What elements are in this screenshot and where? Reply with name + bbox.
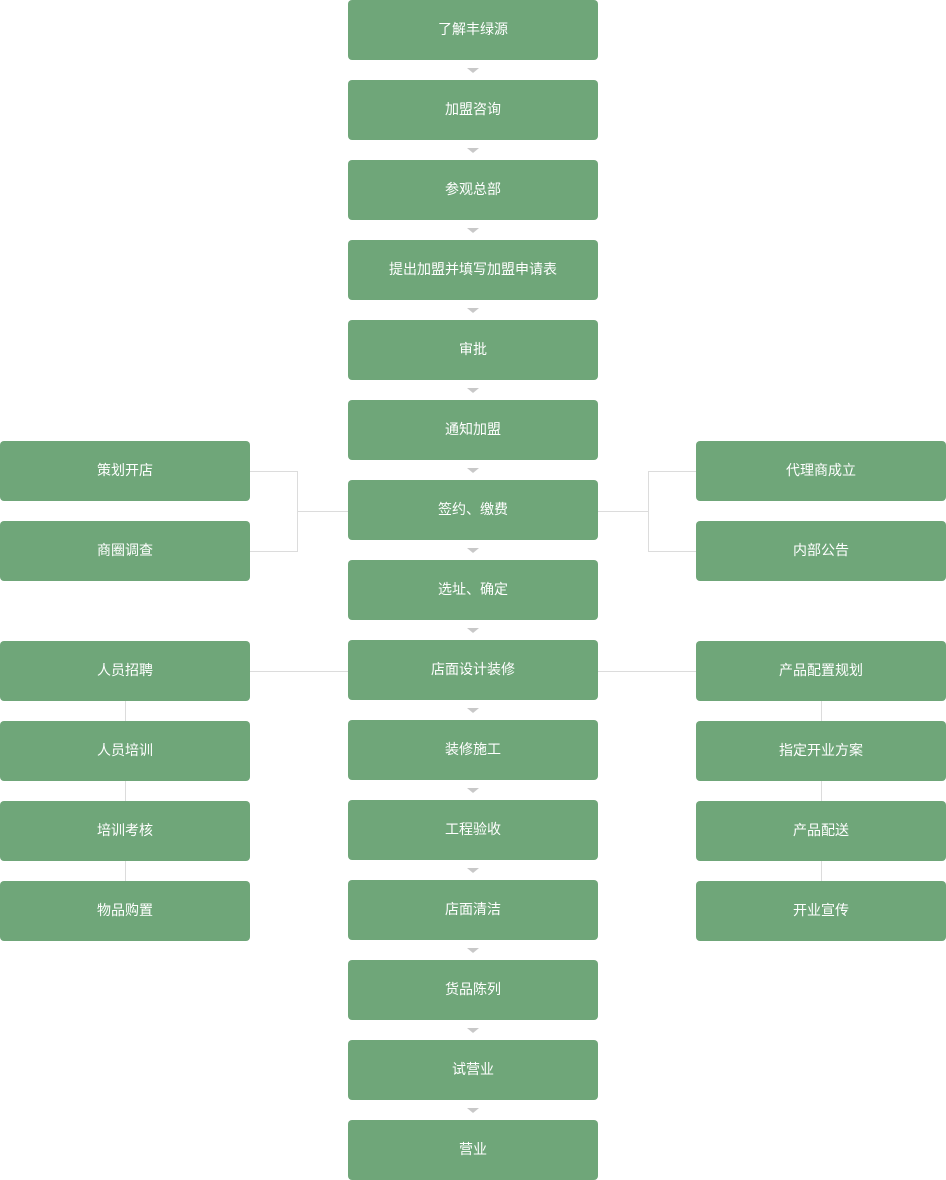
down-arrow-icon bbox=[467, 308, 479, 313]
down-arrow-icon bbox=[467, 708, 479, 713]
step-label: 工程验收 bbox=[445, 822, 501, 838]
step-sign-pay: 签约、缴费 bbox=[348, 480, 598, 540]
step-submit-application: 提出加盟并填写加盟申请表 bbox=[348, 240, 598, 300]
step-inspection: 工程验收 bbox=[348, 800, 598, 860]
down-arrow-icon bbox=[467, 148, 479, 153]
step-label: 签约、缴费 bbox=[438, 502, 508, 518]
step-understand-brand: 了解丰绿源 bbox=[348, 0, 598, 60]
step-renovation: 装修施工 bbox=[348, 720, 598, 780]
step-goods-display: 货品陈列 bbox=[348, 960, 598, 1020]
down-arrow-icon bbox=[467, 68, 479, 73]
branch-staff-recruitment: 人员招聘 bbox=[0, 641, 250, 701]
step-label: 参观总部 bbox=[445, 182, 501, 198]
branch-label: 产品配置规划 bbox=[779, 663, 863, 679]
branch-label: 商圈调查 bbox=[97, 543, 153, 559]
down-arrow-icon bbox=[467, 868, 479, 873]
down-arrow-icon bbox=[467, 628, 479, 633]
connector-line bbox=[125, 861, 126, 881]
branch-training-assessment: 培训考核 bbox=[0, 801, 250, 861]
branch-product-planning: 产品配置规划 bbox=[696, 641, 946, 701]
step-visit-hq: 参观总部 bbox=[348, 160, 598, 220]
down-arrow-icon bbox=[467, 1108, 479, 1113]
connector-line bbox=[125, 781, 126, 801]
step-label: 加盟咨询 bbox=[445, 102, 501, 118]
down-arrow-icon bbox=[467, 948, 479, 953]
connector-line bbox=[250, 551, 298, 552]
step-label: 提出加盟并填写加盟申请表 bbox=[389, 262, 557, 278]
connector-line bbox=[297, 511, 348, 512]
connector-line bbox=[250, 471, 298, 472]
step-label: 通知加盟 bbox=[445, 422, 501, 438]
down-arrow-icon bbox=[467, 548, 479, 553]
connector-line bbox=[648, 551, 696, 552]
step-store-design: 店面设计装修 bbox=[348, 640, 598, 700]
down-arrow-icon bbox=[467, 788, 479, 793]
connector-line bbox=[598, 511, 649, 512]
step-notify-franchise: 通知加盟 bbox=[348, 400, 598, 460]
branch-opening-plan: 指定开业方案 bbox=[696, 721, 946, 781]
connector-line bbox=[821, 701, 822, 721]
connector-line bbox=[250, 671, 348, 672]
step-franchise-consult: 加盟咨询 bbox=[348, 80, 598, 140]
connector-line bbox=[648, 471, 696, 472]
step-label: 货品陈列 bbox=[445, 982, 501, 998]
connector-line bbox=[821, 861, 822, 881]
step-label: 装修施工 bbox=[445, 742, 501, 758]
step-trial-operation: 试营业 bbox=[348, 1040, 598, 1100]
connector-line bbox=[821, 781, 822, 801]
branch-label: 物品购置 bbox=[97, 903, 153, 919]
branch-goods-purchase: 物品购置 bbox=[0, 881, 250, 941]
step-open-business: 营业 bbox=[348, 1120, 598, 1180]
branch-label: 人员培训 bbox=[97, 743, 153, 759]
step-label: 选址、确定 bbox=[438, 582, 508, 598]
branch-opening-promotion: 开业宣传 bbox=[696, 881, 946, 941]
step-label: 营业 bbox=[459, 1142, 487, 1158]
branch-label: 产品配送 bbox=[793, 823, 849, 839]
branch-internal-announcement: 内部公告 bbox=[696, 521, 946, 581]
step-label: 店面设计装修 bbox=[431, 662, 515, 678]
branch-agent-established: 代理商成立 bbox=[696, 441, 946, 501]
connector-line bbox=[648, 471, 649, 552]
step-site-selection: 选址、确定 bbox=[348, 560, 598, 620]
branch-label: 培训考核 bbox=[97, 823, 153, 839]
branch-label: 代理商成立 bbox=[786, 463, 856, 479]
branch-label: 开业宣传 bbox=[793, 903, 849, 919]
branch-label: 指定开业方案 bbox=[779, 743, 863, 759]
branch-plan-store-opening: 策划开店 bbox=[0, 441, 250, 501]
branch-label: 策划开店 bbox=[97, 463, 153, 479]
branch-staff-training: 人员培训 bbox=[0, 721, 250, 781]
branch-label: 人员招聘 bbox=[97, 663, 153, 679]
step-label: 审批 bbox=[459, 342, 487, 358]
step-label: 店面清洁 bbox=[445, 902, 501, 918]
connector-line bbox=[125, 701, 126, 721]
step-approval: 审批 bbox=[348, 320, 598, 380]
connector-line bbox=[598, 671, 696, 672]
branch-trade-area-survey: 商圈调查 bbox=[0, 521, 250, 581]
down-arrow-icon bbox=[467, 388, 479, 393]
branch-product-delivery: 产品配送 bbox=[696, 801, 946, 861]
down-arrow-icon bbox=[467, 1028, 479, 1033]
down-arrow-icon bbox=[467, 228, 479, 233]
step-label: 了解丰绿源 bbox=[438, 22, 508, 38]
branch-label: 内部公告 bbox=[793, 543, 849, 559]
step-store-cleaning: 店面清洁 bbox=[348, 880, 598, 940]
down-arrow-icon bbox=[467, 468, 479, 473]
step-label: 试营业 bbox=[452, 1062, 494, 1078]
